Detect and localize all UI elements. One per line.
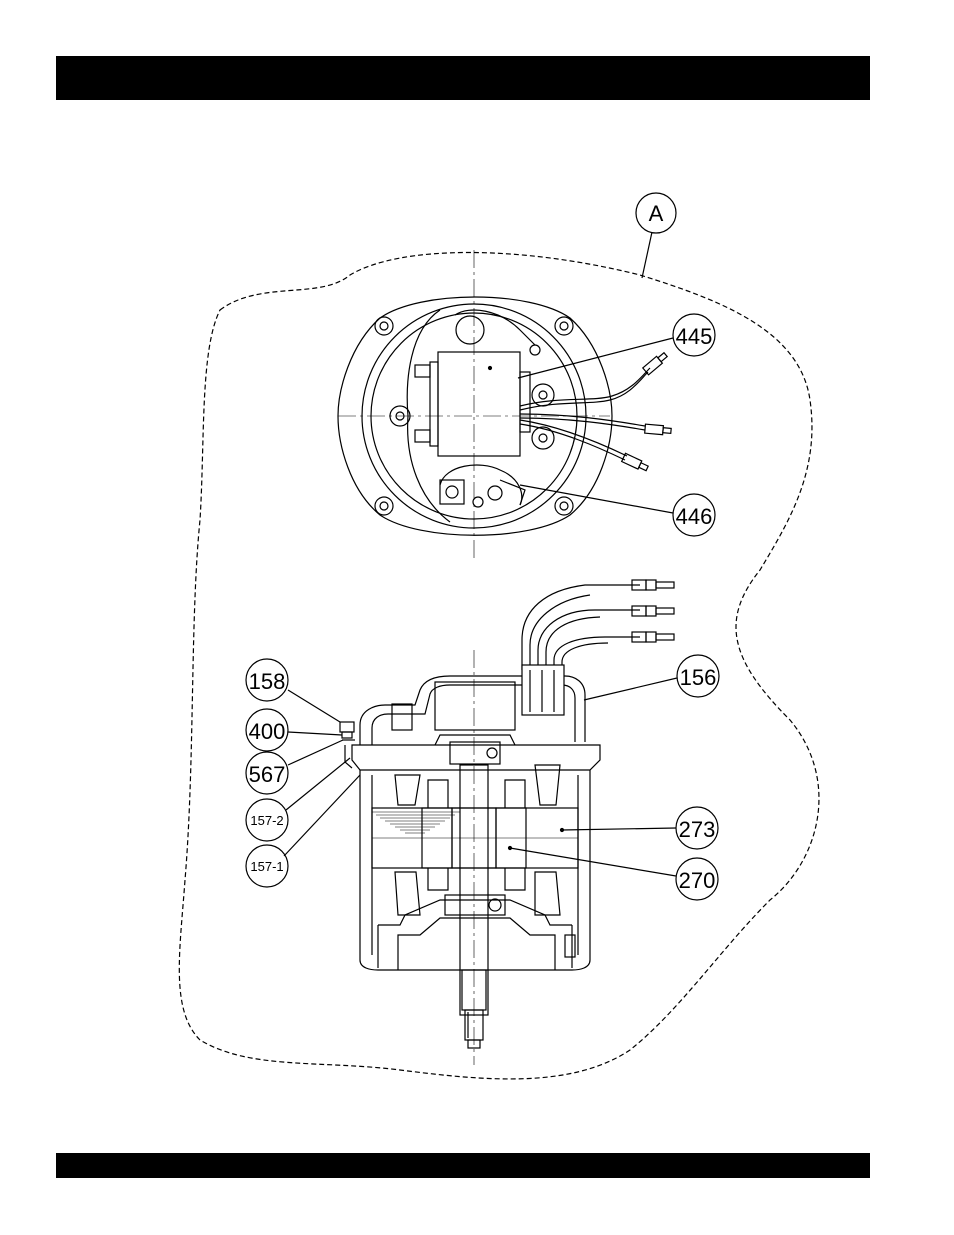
callout-270-label: 270 [679,868,716,893]
callout-446-label: 446 [676,504,713,529]
top-view-end-plate [338,250,671,560]
detail-boundary [179,253,819,1079]
callout-567-label: 567 [249,762,286,787]
callout-273-label: 273 [679,817,716,842]
side-section-motor [340,580,674,1065]
callout-400-label: 400 [249,719,286,744]
callout-a-label: A [649,201,664,226]
callout-158-label: 158 [249,669,286,694]
leader-a [642,232,652,278]
callout-157-2-label: 157-2 [250,813,283,828]
callout-156-label: 156 [680,665,717,690]
callout-445-label: 445 [676,324,713,349]
callouts [246,193,719,900]
callout-157-1-label: 157-1 [250,859,283,874]
